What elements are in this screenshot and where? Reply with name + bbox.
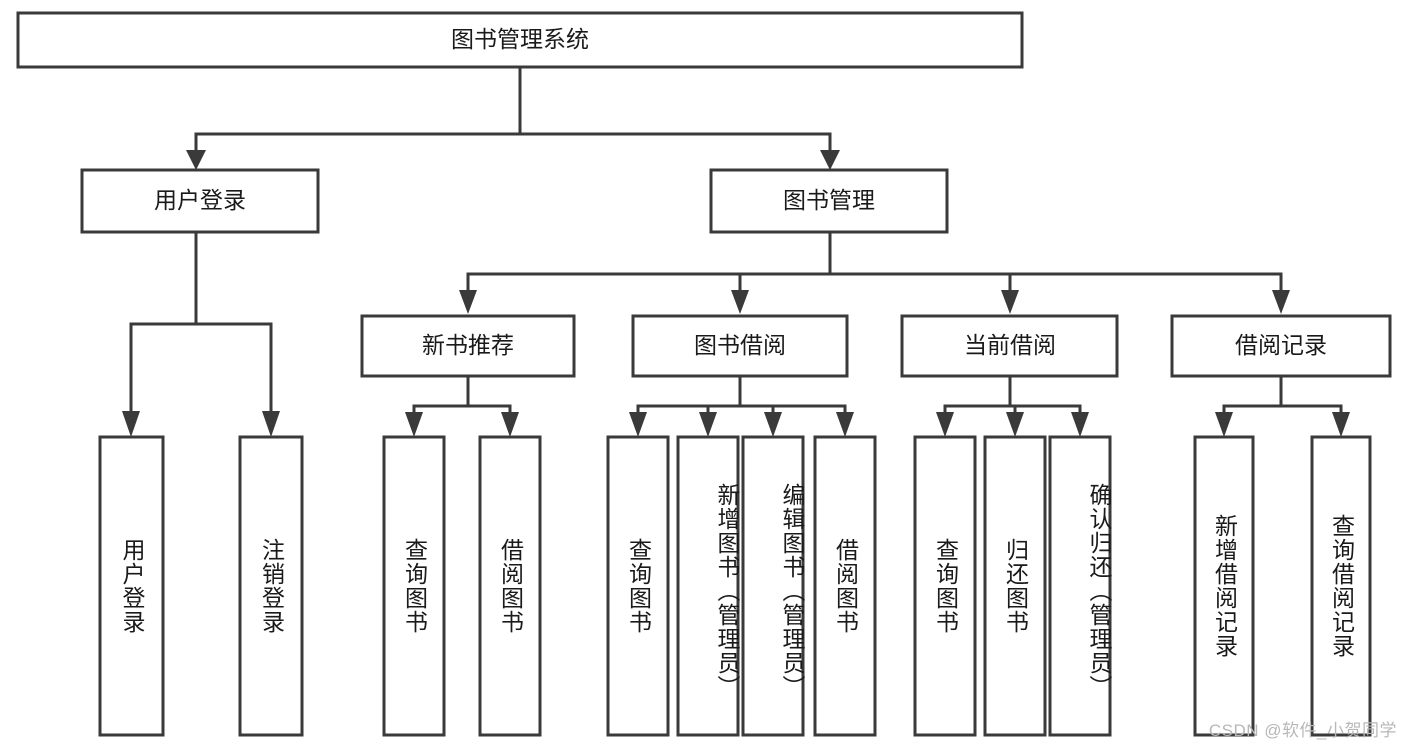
- arrow-head-bookborrow-1: [699, 412, 717, 437]
- node-box-current-borrow[interactable]: [900, 314, 1119, 378]
- arrow-head-level2-2: [1001, 290, 1019, 314]
- node-box-user-login[interactable]: [80, 168, 320, 234]
- label-leaf-book-borrow-3: 借阅图书: [832, 538, 859, 634]
- label-new-book-recommend: 新书推荐: [422, 332, 514, 358]
- node-box-root[interactable]: [16, 11, 1024, 69]
- arrow-head-level1-1: [820, 150, 840, 170]
- arrow-head-currentborrow-1: [1006, 412, 1024, 437]
- label-leaf-book-borrow-0: 查询图书: [625, 538, 652, 634]
- connector-layer: [122, 65, 1350, 437]
- node-box-layer: [16, 11, 1392, 737]
- label-leaf-new-book-0: 查询图书: [401, 538, 428, 634]
- label-leaf-current-borrow-2: 确认归还（管理员）: [1086, 483, 1112, 699]
- label-leaf-current-borrow-0: 查询图书: [932, 538, 959, 634]
- label-user-login: 用户登录: [154, 187, 246, 213]
- arrow-head-bookborrow-0: [629, 412, 647, 437]
- label-leaf-current-borrow-1: 归还图书: [1002, 538, 1029, 634]
- node-box-leaf-borrow-record-1[interactable]: [1310, 435, 1372, 737]
- label-root: 图书管理系统: [451, 26, 589, 52]
- arrow-head-currentborrow-0: [936, 412, 954, 437]
- node-box-leaf-current-borrow-0[interactable]: [913, 435, 977, 737]
- label-book-borrow: 图书借阅: [694, 332, 786, 358]
- node-box-leaf-new-book-0[interactable]: [382, 435, 446, 737]
- arrow-head-userlogin-1: [262, 411, 280, 437]
- node-box-leaf-user-login-0[interactable]: [98, 435, 165, 737]
- arrow-head-currentborrow-2: [1071, 412, 1089, 437]
- label-leaf-user-login-0: 用户登录: [119, 538, 145, 634]
- label-leaf-book-borrow-1: 新增图书（管理员）: [714, 483, 740, 699]
- arrow-head-level2-3: [1272, 290, 1290, 314]
- node-box-book-borrow[interactable]: [631, 314, 849, 378]
- arrow-head-level2-0: [459, 290, 477, 314]
- node-box-leaf-current-borrow-2[interactable]: [1048, 435, 1112, 737]
- node-box-leaf-book-borrow-1[interactable]: [676, 435, 740, 737]
- node-box-leaf-book-borrow-0[interactable]: [606, 435, 670, 737]
- node-box-leaf-new-book-1[interactable]: [478, 435, 542, 737]
- arrow-head-level2-1: [731, 290, 749, 314]
- label-book-management: 图书管理: [783, 187, 875, 213]
- node-box-new-book-recommend[interactable]: [360, 314, 576, 378]
- arrow-head-borrowrecord-1: [1332, 412, 1350, 437]
- label-leaf-user-login-1: 注销登录: [258, 538, 285, 634]
- node-box-leaf-book-borrow-3[interactable]: [813, 435, 877, 737]
- arrow-head-bookborrow-3: [836, 412, 854, 437]
- arrow-head-borrowrecord-0: [1215, 412, 1233, 437]
- label-borrow-record: 借阅记录: [1235, 332, 1327, 358]
- label-current-borrow: 当前借阅: [964, 332, 1056, 358]
- arrow-head-userlogin-0: [122, 411, 140, 437]
- label-leaf-book-borrow-2: 编辑图书（管理员）: [779, 483, 805, 699]
- label-leaf-borrow-record-1: 查询借阅记录: [1328, 514, 1355, 658]
- node-box-leaf-user-login-1[interactable]: [238, 435, 304, 737]
- node-box-leaf-borrow-record-0[interactable]: [1193, 435, 1255, 737]
- node-box-leaf-current-borrow-1[interactable]: [983, 435, 1047, 737]
- horizontal-label-layer: 图书管理系统 用户登录 图书管理 新书推荐 图书借阅 当前借阅 借阅记录: [154, 26, 1327, 358]
- label-leaf-new-book-1: 借阅图书: [497, 538, 524, 634]
- node-box-leaf-book-borrow-2[interactable]: [741, 435, 805, 737]
- watermark-text: CSDN @软件_小贺同学: [1208, 721, 1397, 740]
- node-box-book-management[interactable]: [709, 168, 949, 234]
- arrow-head-level1-0: [186, 150, 206, 170]
- arrow-head-bookborrow-2: [764, 412, 782, 437]
- node-box-borrow-record[interactable]: [1170, 314, 1392, 378]
- label-leaf-borrow-record-0: 新增借阅记录: [1211, 514, 1238, 658]
- arrow-head-newbook-1: [501, 412, 519, 437]
- arrow-head-newbook-0: [405, 412, 423, 437]
